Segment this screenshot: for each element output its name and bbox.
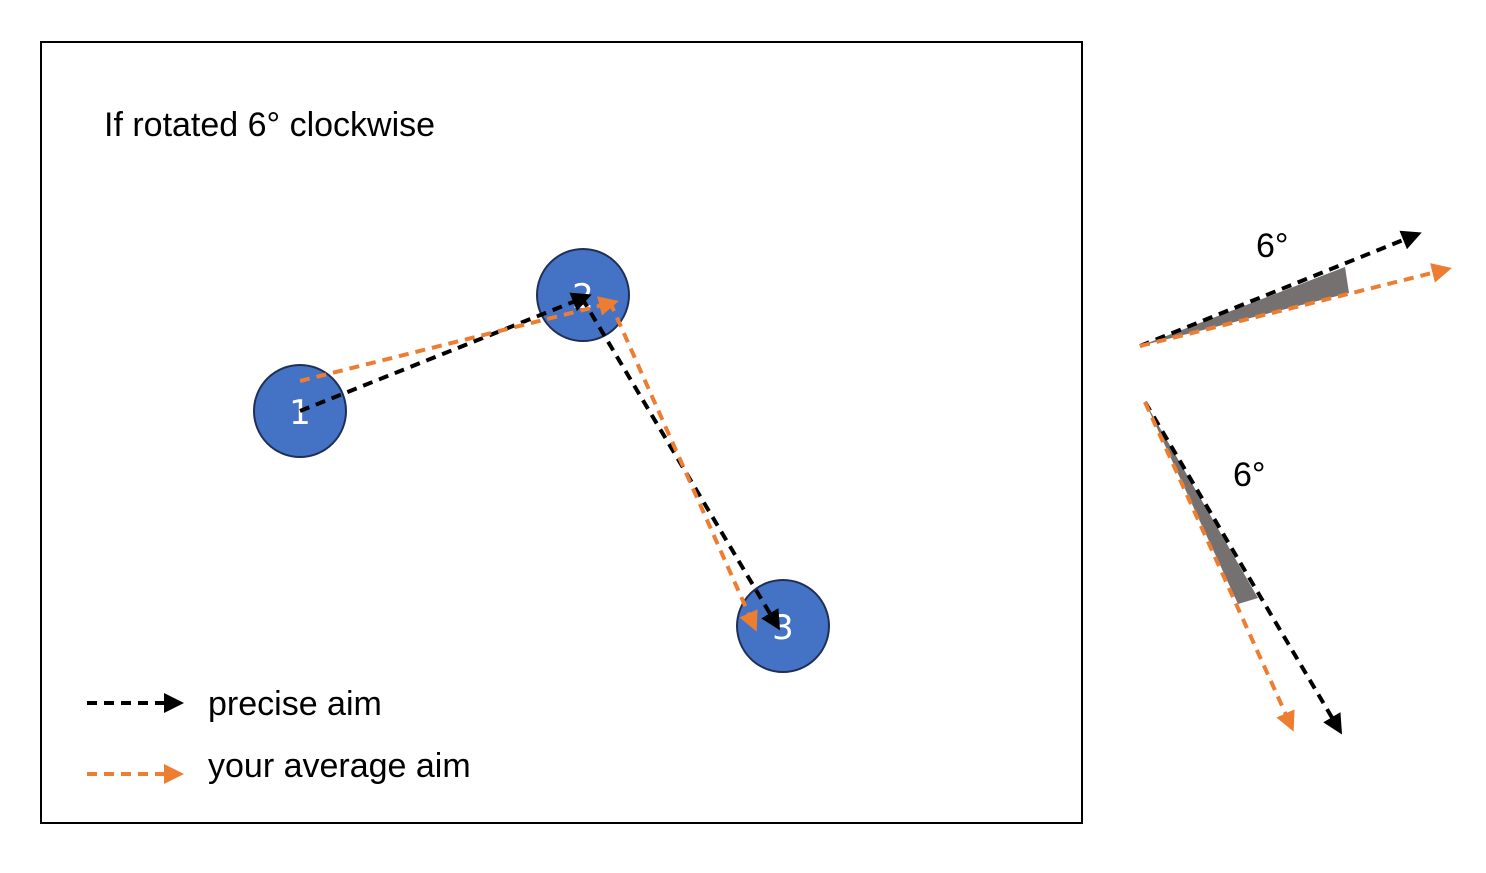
legend: precise aim your average aim xyxy=(87,685,471,785)
diagram-title: If rotated 6° clockwise xyxy=(104,106,435,144)
angle-bottom-precise-arrow xyxy=(1143,400,1343,735)
node-3-label: 3 xyxy=(772,608,794,648)
node-2: 2 xyxy=(536,248,630,342)
diagram-frame xyxy=(40,41,1083,824)
angle-wedge-top xyxy=(1140,267,1349,346)
node-3: 3 xyxy=(736,579,830,673)
precise-aim-segment-1-2 xyxy=(299,292,592,413)
angle-top-average-arrow xyxy=(1139,263,1452,348)
angle-detail-bottom: 6° xyxy=(1143,400,1343,735)
angle-bottom-label: 6° xyxy=(1233,456,1266,494)
average-aim-segment-2-3 xyxy=(608,301,758,632)
average-aim-segment-1-2 xyxy=(299,296,619,383)
node-1-label: 1 xyxy=(289,393,311,433)
angle-detail-top: 6° xyxy=(1139,227,1452,348)
angle-top-label: 6° xyxy=(1256,227,1289,265)
legend-average-label: your average aim xyxy=(208,747,471,785)
node-3-circle xyxy=(736,579,830,673)
legend-precise-label: precise aim xyxy=(208,685,382,723)
angle-bottom-average-arrow xyxy=(1143,401,1295,732)
